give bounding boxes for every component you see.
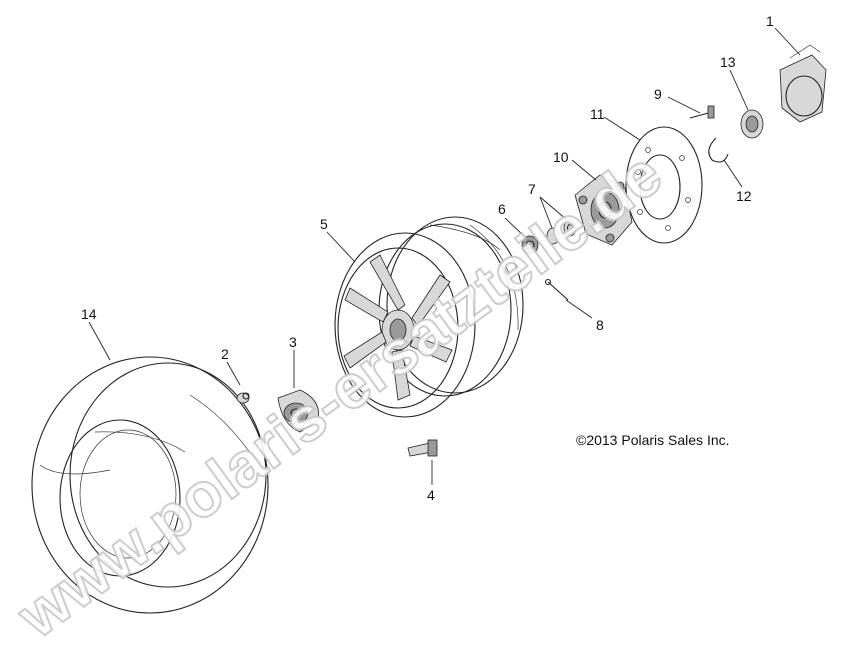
callout-3: 3 xyxy=(289,334,297,350)
washers xyxy=(546,219,577,245)
retaining-ring xyxy=(708,137,729,163)
callout-6: 6 xyxy=(498,201,506,217)
brake-disc xyxy=(625,126,703,244)
callout-10: 10 xyxy=(553,149,569,165)
leader-lines xyxy=(88,27,801,485)
center-cap xyxy=(277,389,319,433)
copyright-text: ©2013 Polaris Sales Inc. xyxy=(576,432,730,448)
callout-13: 13 xyxy=(720,54,736,70)
callout-5: 5 xyxy=(320,216,328,232)
wheel-hub xyxy=(574,174,633,246)
wheel-rim xyxy=(334,216,524,418)
hub-nut xyxy=(521,235,539,255)
callout-1: 1 xyxy=(766,13,774,29)
tire xyxy=(31,356,269,614)
callout-8: 8 xyxy=(596,317,604,333)
watermark-text: www.polaris-ersatzteile.de xyxy=(5,139,674,651)
screw xyxy=(689,105,715,119)
callout-4: 4 xyxy=(427,487,435,503)
callout-9: 9 xyxy=(654,86,662,102)
callout-2: 2 xyxy=(221,346,229,362)
bearing xyxy=(740,109,764,139)
bearing-carrier xyxy=(779,44,827,123)
callout-7: 7 xyxy=(528,181,536,197)
callouts: 14 2 3 5 4 6 7 8 9 10 11 12 13 1 xyxy=(81,13,774,503)
callout-11: 11 xyxy=(590,106,605,122)
lug-stud xyxy=(407,439,438,457)
cotter-pin xyxy=(544,278,569,301)
valve-stem xyxy=(236,392,250,404)
callout-12: 12 xyxy=(736,188,752,204)
callout-14: 14 xyxy=(81,306,97,322)
